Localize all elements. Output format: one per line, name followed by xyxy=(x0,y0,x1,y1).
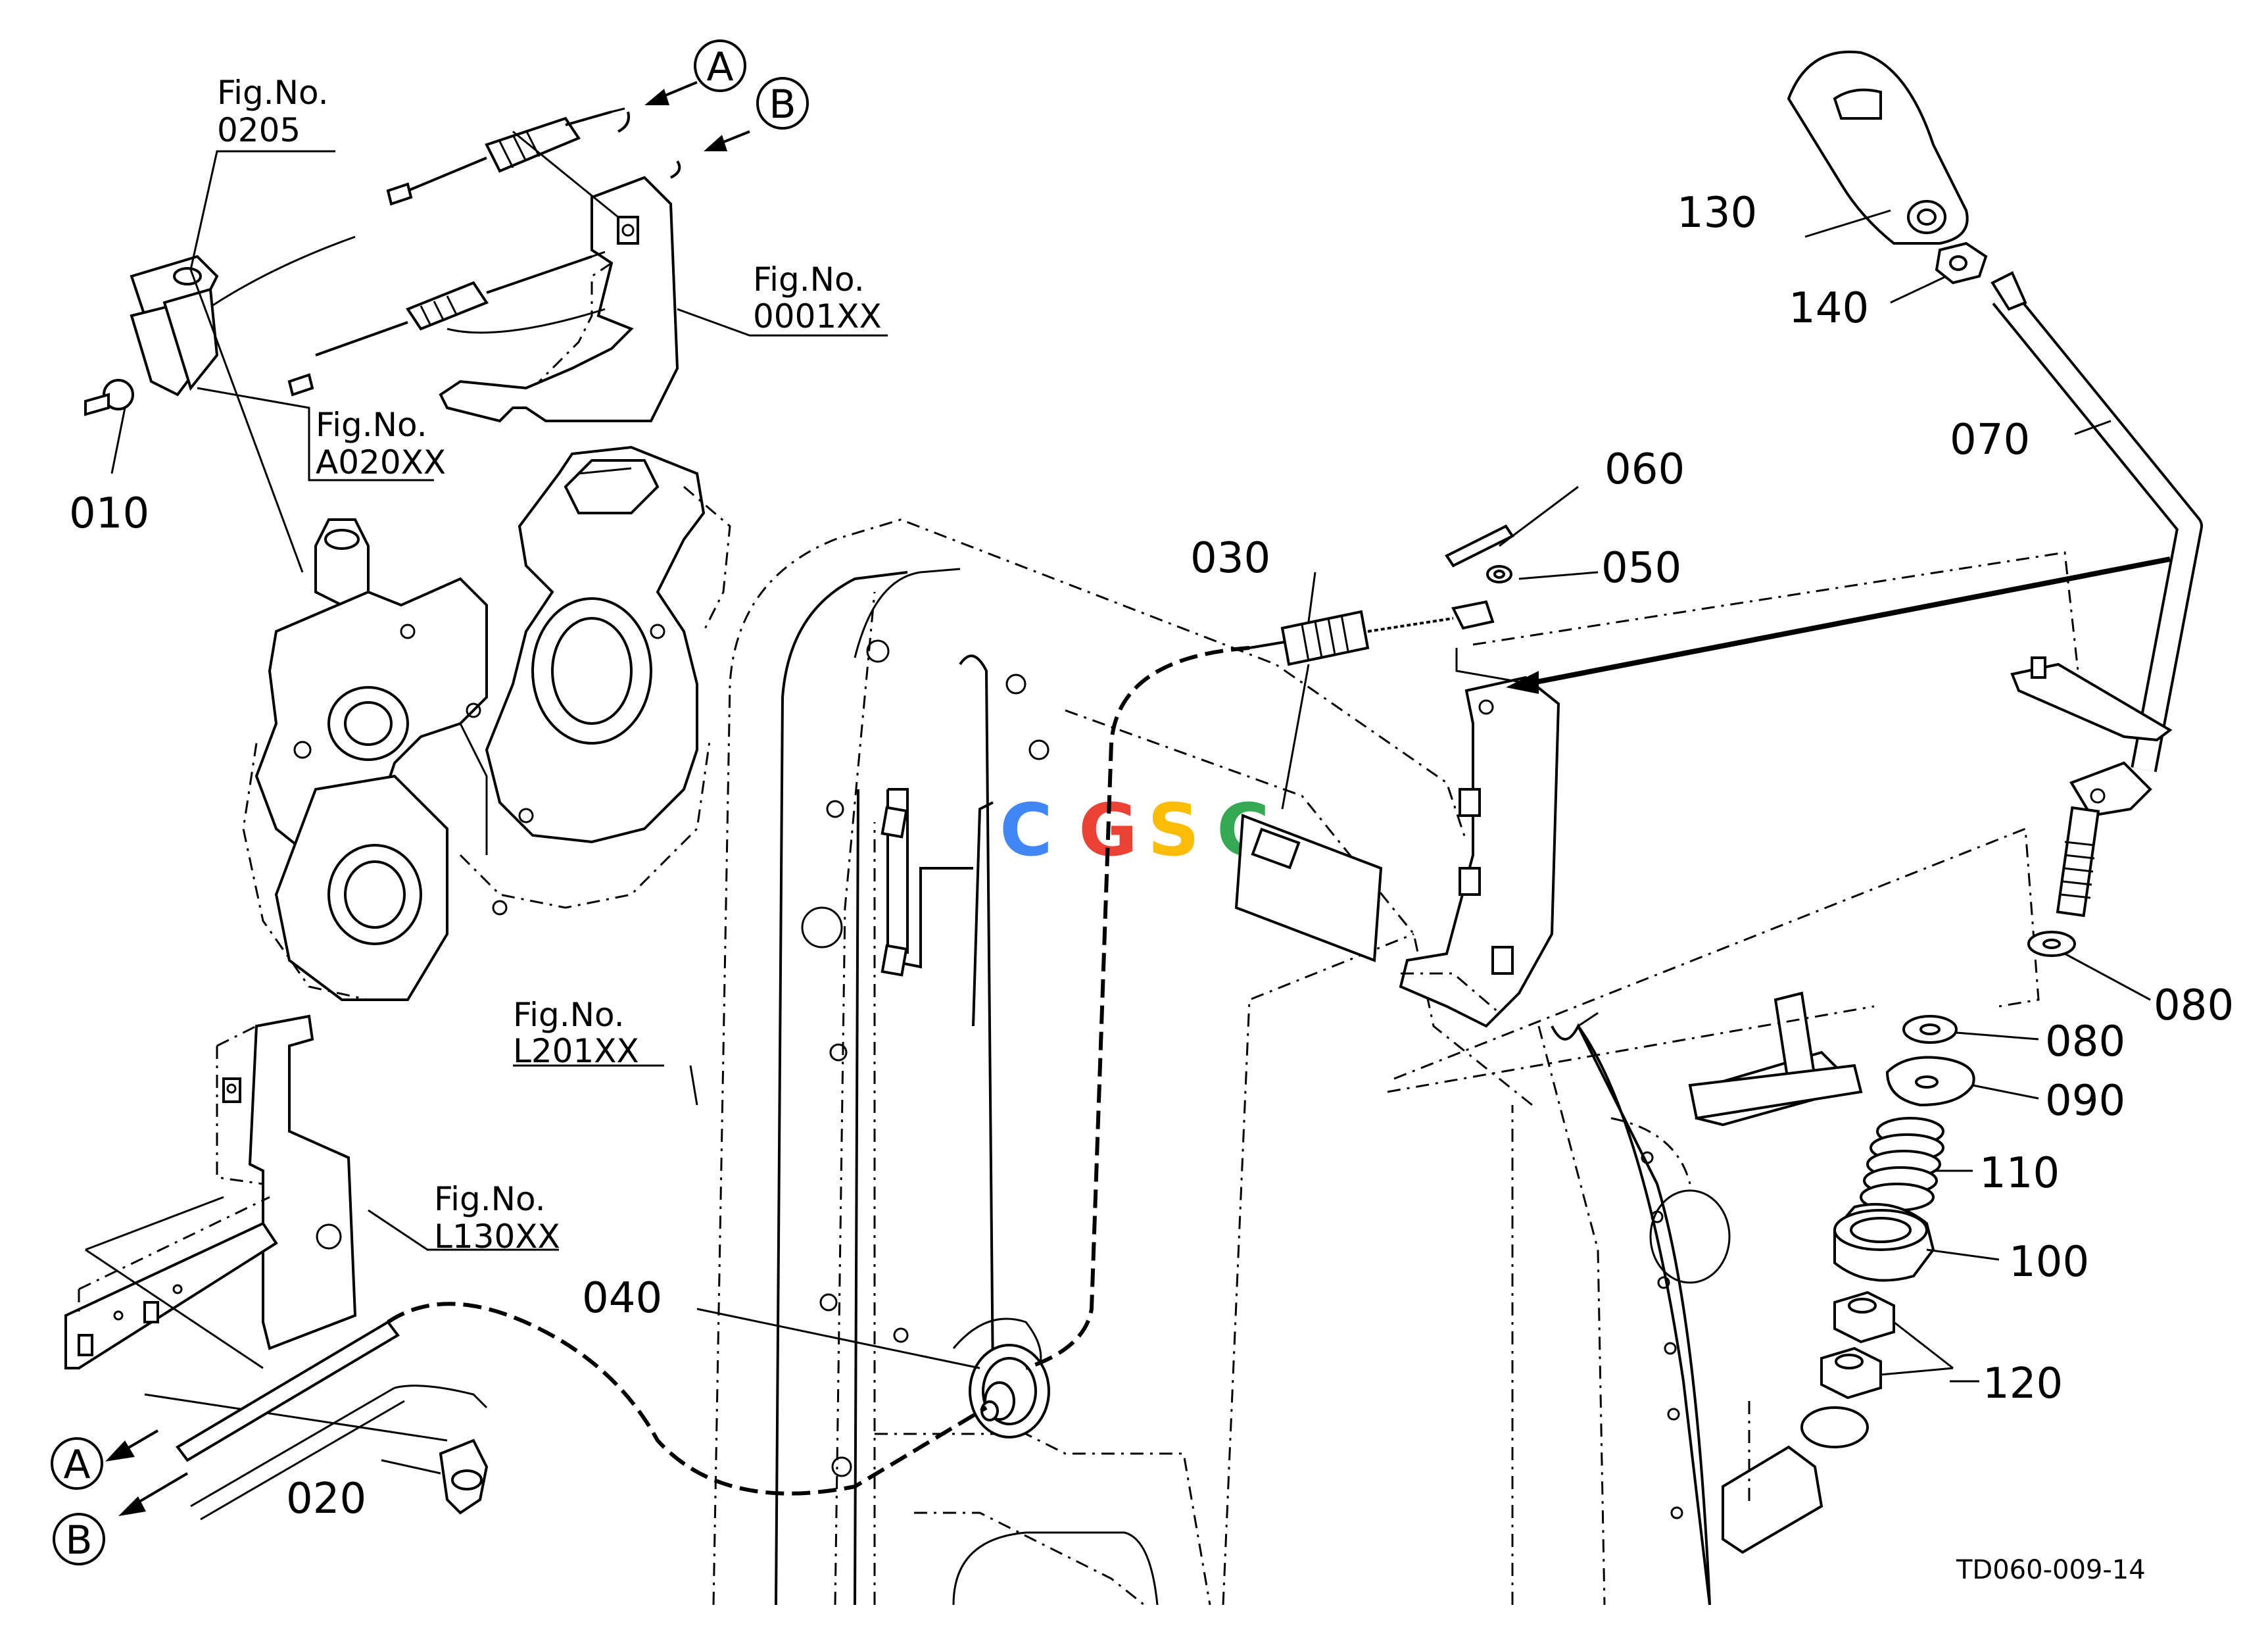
fig-ref-A020XX-line2: A020XX xyxy=(316,443,446,481)
part-label-050: 050 xyxy=(1601,544,1681,593)
connector-a-top-label: A xyxy=(706,44,733,90)
connector-a-top: A xyxy=(694,39,746,92)
part-label-090: 090 xyxy=(2045,1077,2125,1125)
part-label-110: 110 xyxy=(1979,1149,2060,1198)
nuts-120 xyxy=(1820,1291,1895,1400)
cable-lower xyxy=(387,1302,988,1496)
fig-ref-L130XX-line2: L130XX xyxy=(434,1217,560,1256)
fig-ref-A020XX: Fig.No. A020XX xyxy=(316,406,446,481)
shift-lever xyxy=(1787,50,2203,918)
part-label-080-upper: 080 xyxy=(2154,981,2234,1030)
part-label-130: 130 xyxy=(1677,189,1757,237)
part-label-060: 060 xyxy=(1604,445,1685,494)
guide-plane-2 xyxy=(1393,827,2040,1080)
cable-030 xyxy=(1025,600,1495,1370)
connector-a-bottom-label: A xyxy=(63,1442,90,1488)
connector-b-bottom-label: B xyxy=(65,1517,92,1563)
connector-a-bottom: A xyxy=(51,1437,103,1490)
frame-panel xyxy=(712,518,1533,1606)
fig-ref-L130XX-line1: Fig.No. xyxy=(434,1180,546,1218)
watermark: C G S C xyxy=(1000,788,1270,872)
fig-ref-0205: Fig.No. 0205 xyxy=(217,74,329,149)
fig-ref-L201XX-line2: L201XX xyxy=(513,1032,639,1070)
fig-ref-L130XX: Fig.No. L130XX xyxy=(434,1180,560,1256)
lever-cable xyxy=(1525,556,2171,687)
part-label-080-lower: 080 xyxy=(2045,1018,2125,1066)
fig-ref-0205-line1: Fig.No. xyxy=(217,74,329,112)
part-label-020: 020 xyxy=(286,1475,366,1523)
washer-050 xyxy=(1486,565,1512,583)
fig-ref-A020XX-line1: Fig.No. xyxy=(316,406,427,444)
fig-ref-0001XX: Fig.No. 0001XX xyxy=(753,260,882,335)
fig-ref-0001XX-line2: 0001XX xyxy=(753,297,882,335)
fig-ref-L201XX-line1: Fig.No. xyxy=(513,996,625,1034)
connector-b-bottom: B xyxy=(53,1513,105,1565)
spring-110 xyxy=(1860,1117,1944,1212)
part-label-040: 040 xyxy=(582,1274,662,1323)
part-label-010: 010 xyxy=(69,489,149,538)
leader-lines xyxy=(110,150,2151,1475)
grommet-040 xyxy=(969,1344,1050,1438)
connector-b-top: B xyxy=(756,77,809,130)
fig-ref-0205-line2: 0205 xyxy=(217,111,301,149)
guide-plane-1 xyxy=(1472,551,2079,692)
valve-body xyxy=(242,445,731,1001)
watermark-c1: C xyxy=(1000,788,1053,872)
part-label-030: 030 xyxy=(1190,534,1270,583)
fig-ref-0001XX-line1: Fig.No. xyxy=(753,260,865,299)
watermark-s: S xyxy=(1147,788,1199,872)
part-label-070: 070 xyxy=(1950,416,2030,464)
connector-b-top-label: B xyxy=(769,82,796,128)
part-label-100: 100 xyxy=(2009,1238,2089,1287)
guide-plane-3 xyxy=(1387,1005,1875,1093)
right-pillar xyxy=(1399,676,1869,1606)
fig-ref-L201XX: Fig.No. L201XX xyxy=(513,996,639,1070)
diagram-code: TD060-009-14 xyxy=(1956,1555,2146,1585)
control-valve-assembly xyxy=(84,107,679,423)
bushing-100 xyxy=(1833,1202,1935,1282)
pin-060 xyxy=(1445,524,1514,568)
lower-bracket xyxy=(64,1014,489,1521)
part-label-120: 120 xyxy=(1983,1360,2063,1408)
washer-090 xyxy=(1885,1056,1975,1107)
part-label-140: 140 xyxy=(1789,284,1869,333)
